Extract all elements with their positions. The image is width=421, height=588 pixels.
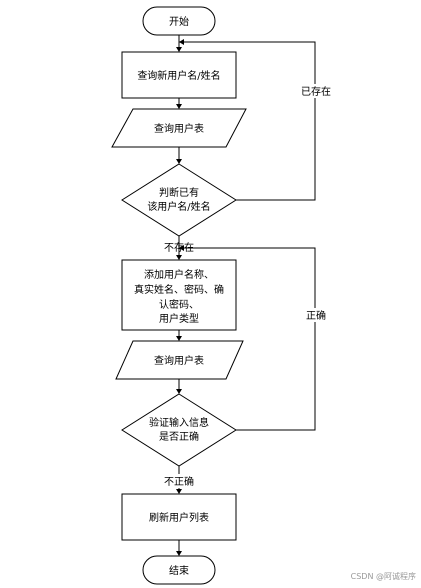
refresh-list-label: 刷新用户列表 — [149, 511, 209, 524]
judge-exists-decision — [121, 163, 237, 237]
arrowhead — [176, 389, 182, 394]
arrowhead — [176, 159, 182, 164]
edge-label-bg — [160, 474, 198, 488]
start-label: 开始 — [169, 15, 189, 28]
arrowhead — [176, 489, 182, 494]
edge-correct-loop — [179, 247, 316, 431]
query-new-name-label: 查询新用户名/姓名 — [137, 69, 220, 82]
add-user-label-line2: 真实姓名、密码、确 — [134, 283, 224, 296]
edge-exists-loop — [179, 41, 316, 201]
query-user-table-2-data — [115, 340, 244, 380]
validate-label-line1: 验证输入信息 — [149, 416, 209, 429]
edge-label-not-exists: 不存在 — [164, 241, 194, 254]
arrowhead — [179, 39, 184, 45]
query-user-table-2-label: 查询用户表 — [154, 354, 204, 367]
edge-label-bg — [297, 84, 335, 98]
add-user-label-line3: 认密码、 — [159, 298, 199, 311]
end-label: 结束 — [169, 564, 189, 577]
validate-decision — [121, 393, 237, 467]
add-user-label-line4: 用户类型 — [159, 312, 199, 325]
arrowhead — [176, 104, 182, 109]
add-user-label-line1: 添加用户名称、 — [144, 268, 214, 281]
arrowhead — [176, 255, 182, 260]
arrowhead — [179, 245, 184, 251]
edge-label-bg — [301, 308, 331, 322]
validate-label-line2: 是否正确 — [159, 430, 199, 443]
edge-label-correct: 正确 — [306, 309, 326, 322]
arrowhead — [176, 551, 182, 556]
query-user-table-1-data — [111, 108, 247, 148]
arrowhead — [176, 47, 182, 52]
arrowhead — [176, 336, 182, 341]
query-user-table-1-label: 查询用户表 — [154, 122, 204, 135]
judge-exists-label-line1: 判断已有 — [159, 186, 199, 199]
edge-label-already-exists: 已存在 — [301, 85, 331, 98]
judge-exists-label-line2: 该用户名/姓名 — [147, 200, 210, 213]
watermark-text: CSDN @阿诚程序 — [351, 571, 416, 581]
refresh-list-process — [121, 493, 237, 541]
edge-label-incorrect: 不正确 — [164, 475, 194, 488]
query-new-name-process — [121, 51, 237, 99]
